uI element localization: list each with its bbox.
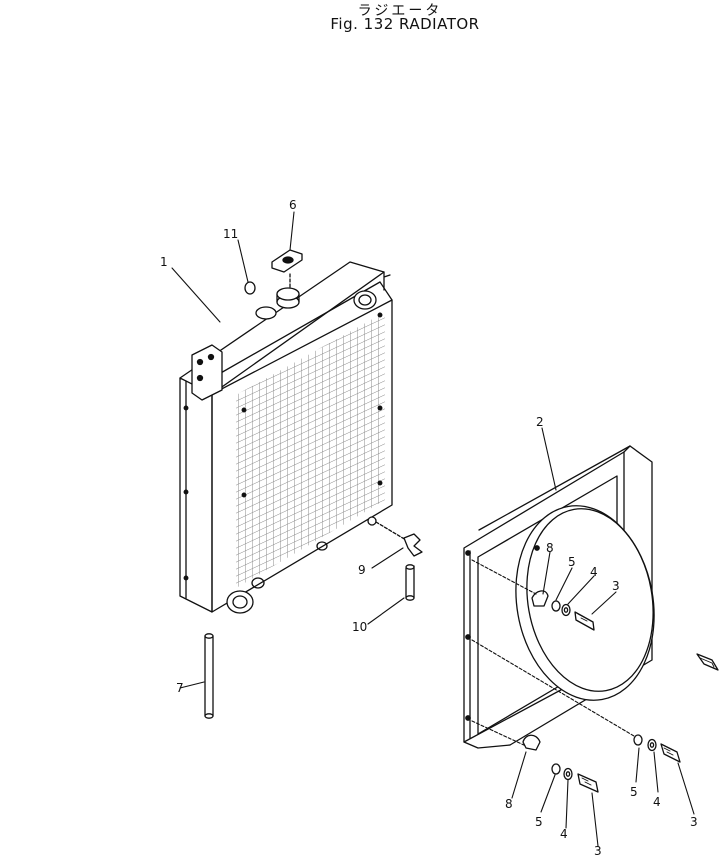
fastener-group-upper — [551, 600, 595, 631]
callout-7: 7 — [176, 681, 184, 695]
callout-8-upper: 8 — [546, 541, 554, 555]
callout-5-right: 5 — [630, 785, 638, 799]
callout-11: 11 — [223, 227, 238, 241]
fastener-group-right — [633, 734, 681, 763]
callout-3-right: 3 — [690, 815, 698, 829]
callout-6: 6 — [289, 198, 297, 212]
callout-4-upper: 4 — [590, 565, 598, 579]
callout-10: 10 — [352, 620, 367, 634]
callout-4-lower: 4 — [560, 827, 568, 841]
radiator-assembly — [179, 249, 423, 719]
assembly-lines — [471, 559, 635, 747]
callout-3-upper: 3 — [612, 579, 620, 593]
title-japanese: ラジエータ — [357, 3, 443, 19]
callout-1: 1 — [160, 255, 168, 269]
front-direction-marker — [696, 653, 719, 671]
leader-lines — [171, 211, 695, 847]
callout-4-right: 4 — [653, 795, 661, 809]
callout-2: 2 — [536, 415, 544, 429]
callout-3-lower: 3 — [594, 844, 602, 856]
callout-8-lower: 8 — [505, 797, 513, 811]
fan-shroud — [463, 445, 655, 751]
callout-5-upper: 5 — [568, 555, 576, 569]
fastener-group-lower — [551, 763, 599, 793]
figure-title: Fig. 132 RADIATOR — [330, 15, 480, 33]
callout-9: 9 — [358, 563, 366, 577]
callout-5-lower: 5 — [535, 815, 543, 829]
